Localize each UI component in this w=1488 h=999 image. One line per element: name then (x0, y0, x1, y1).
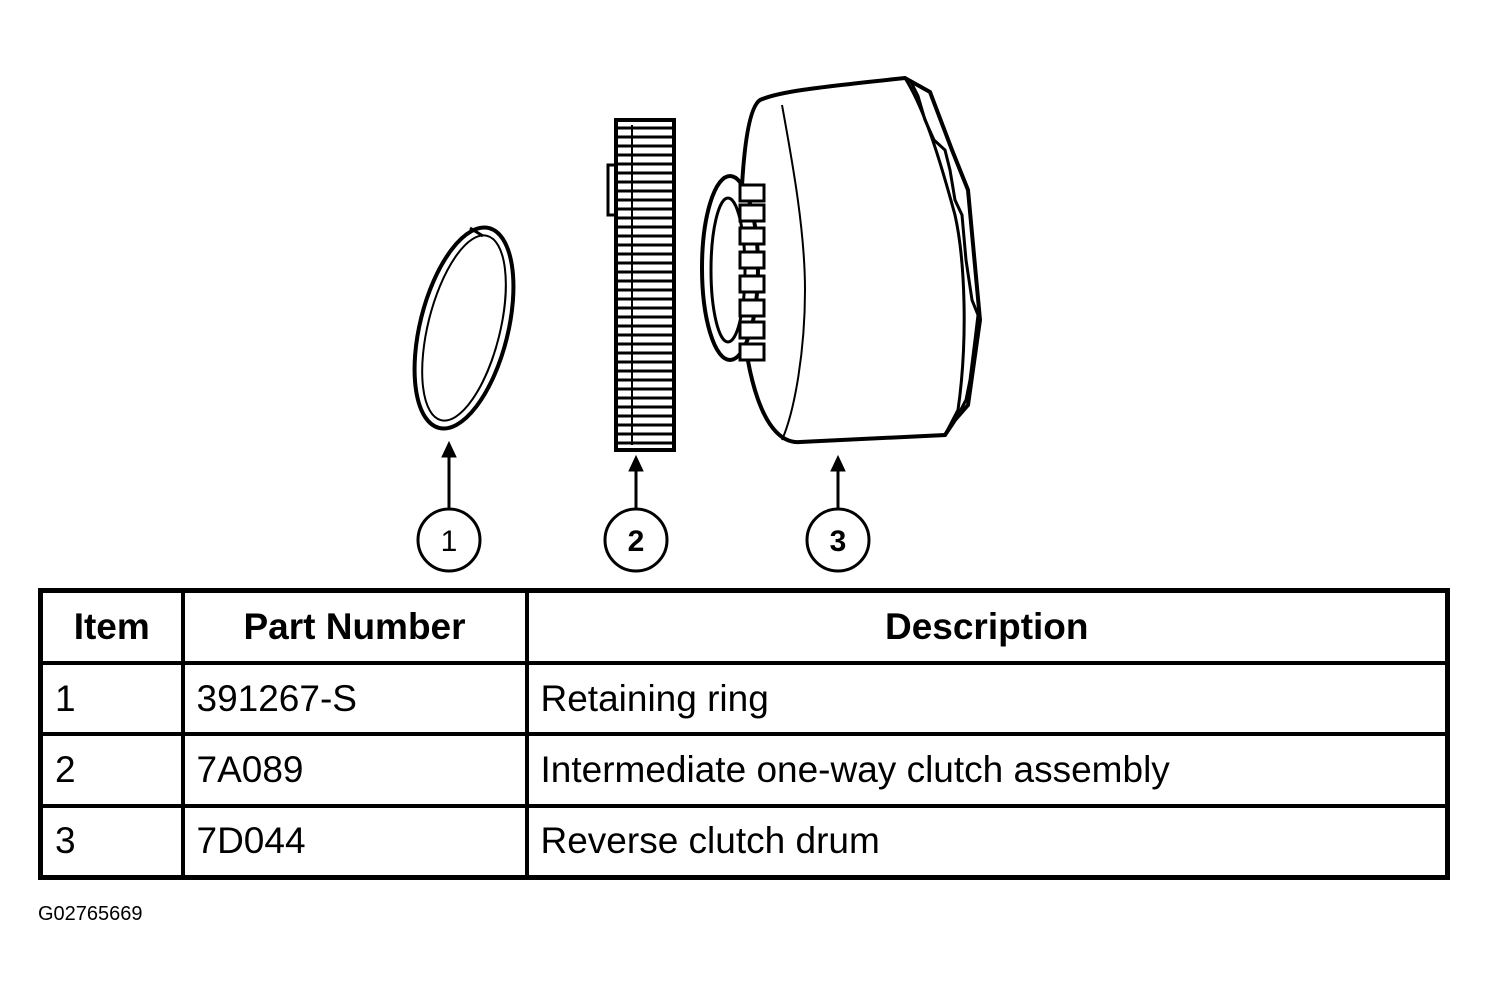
one-way-clutch-gear-drawing (606, 118, 676, 452)
figure-id: G02765669 (38, 903, 143, 925)
column-header-description: Description (524, 588, 1450, 665)
callout-3-label: 3 (830, 525, 847, 558)
description-cell: Retaining ring (524, 660, 1450, 737)
part-number-cell: 7A089 (180, 732, 529, 808)
callout-1-label: 1 (441, 525, 458, 558)
table-row: 1 391267-S Retaining ring (38, 660, 1450, 737)
item-cell: 2 (38, 732, 185, 808)
reverse-clutch-drum-drawing (700, 75, 983, 445)
callout-2: 2 (603, 507, 669, 573)
parts-table: Item Part Number Description 1 391267-S … (38, 588, 1450, 880)
description-cell: Reverse clutch drum (524, 803, 1450, 880)
callout-3: 3 (805, 507, 871, 573)
callout-1: 1 (416, 507, 482, 573)
column-header-part-number: Part Number (180, 588, 529, 665)
retaining-ring-drawing (412, 225, 516, 431)
exploded-parts-illustration: 1 2 3 (412, 75, 983, 573)
leader-arrows (441, 440, 846, 508)
callout-2-label: 2 (628, 525, 645, 558)
item-cell: 1 (38, 660, 185, 737)
description-cell: Intermediate one-way clutch assembly (524, 732, 1450, 808)
item-cell: 3 (38, 803, 185, 880)
part-number-cell: 391267-S (180, 660, 529, 737)
column-header-item: Item (38, 588, 185, 665)
table-header-row: Item Part Number Description (38, 588, 1450, 665)
table-row: 2 7A089 Intermediate one-way clutch asse… (38, 732, 1450, 808)
table-row: 3 7D044 Reverse clutch drum (38, 803, 1450, 880)
part-number-cell: 7D044 (180, 803, 529, 880)
